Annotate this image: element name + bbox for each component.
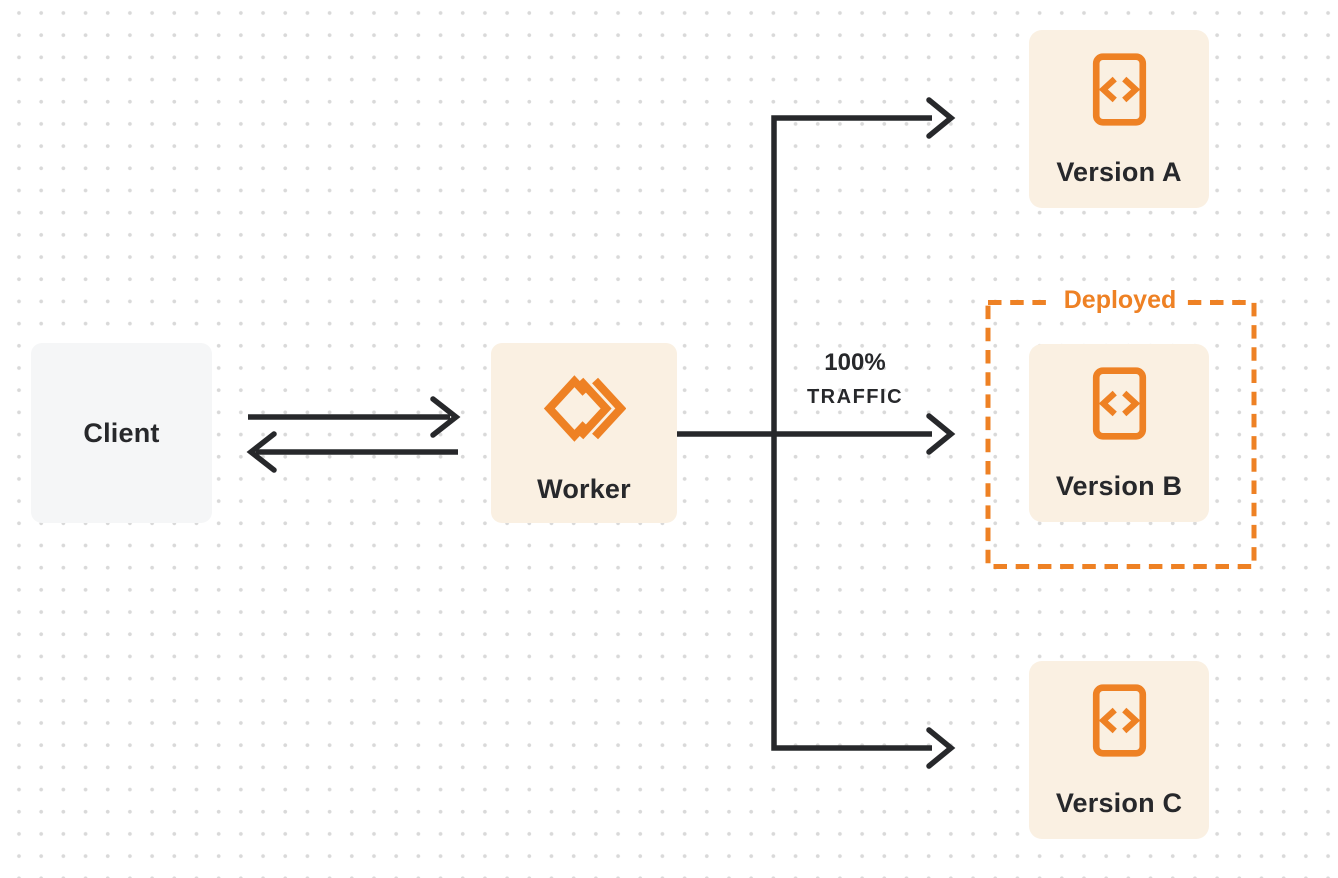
traffic-annotation: 100% TRAFFIC — [775, 349, 935, 410]
version-c-node-label: Version C — [1055, 788, 1183, 818]
client-node: Client — [31, 343, 212, 523]
request-arrow-head-icon — [430, 396, 461, 438]
version-a-node: Version A — [1029, 30, 1209, 208]
version-c-node: Version C — [1029, 661, 1209, 839]
client-node-label: Client — [83, 418, 160, 448]
cloudflare-workers-logo-icon — [542, 371, 627, 446]
version-b-node-label: Version B — [1055, 471, 1183, 501]
code-file-icon — [1091, 366, 1148, 441]
code-file-icon — [1091, 52, 1148, 127]
worker-node: Worker — [491, 343, 677, 523]
version-a-arrow-head-icon — [926, 97, 956, 139]
code-file-icon — [1091, 683, 1148, 758]
worker-node-label: Worker — [537, 474, 631, 504]
version-b-arrow-head-icon — [926, 413, 956, 455]
version-a-node-label: Version A — [1056, 157, 1182, 187]
traffic-percent-label: 100% — [824, 349, 886, 376]
response-arrow-head-icon — [246, 431, 277, 473]
traffic-word-label: TRAFFIC — [806, 386, 904, 408]
deployed-badge: Deployed — [1052, 285, 1188, 315]
version-b-node: Version B — [1029, 344, 1209, 522]
version-c-arrow-head-icon — [926, 727, 956, 769]
